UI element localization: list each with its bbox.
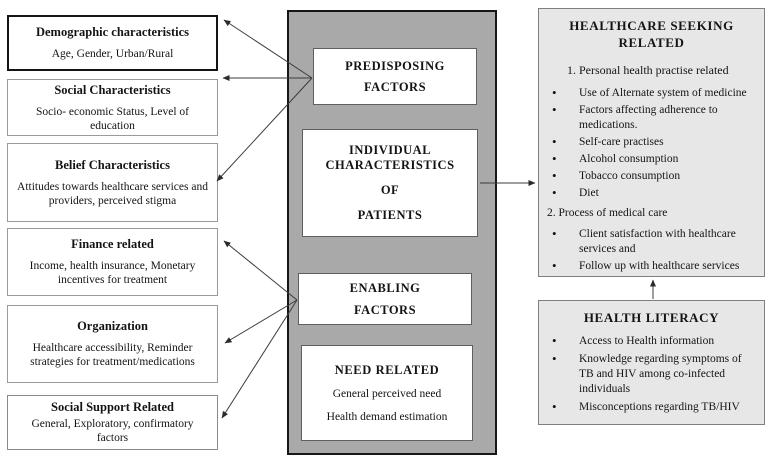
box-title-line: FACTORS: [353, 302, 417, 317]
box-title: Social Characteristics: [54, 82, 171, 97]
box-title-line: RELATED: [618, 35, 685, 50]
bullet-item: Follow up with healthcare services: [539, 258, 764, 274]
box-title: Organization: [77, 319, 148, 333]
box-title-line: PATIENTS: [357, 208, 423, 222]
box-title: HEALTHCARE SEEKING RELATED: [539, 17, 764, 51]
box-healthcare-seeking-related: HEALTHCARE SEEKING RELATED 1. Personal h…: [538, 8, 765, 277]
box-title: Finance related: [71, 237, 154, 251]
box-title-line: ENABLING: [349, 280, 421, 295]
box-body: Healthcare accessibility, Reminder strat…: [30, 342, 195, 368]
bullet-item: Self-care practises: [539, 134, 764, 150]
box-title-line: INDIVIDUAL: [348, 143, 432, 157]
bullet-list: Client satisfaction with healthcare serv…: [539, 226, 764, 274]
box-title-line: FACTORS: [363, 79, 427, 94]
central-panel: PREDISPOSING FACTORS INDIVIDUAL CHARACTE…: [287, 10, 497, 455]
box-title: Demographic characteristics: [35, 25, 190, 39]
box-individual-characteristics-of-patients: INDIVIDUAL CHARACTERISTICS OF PATIENTS: [302, 129, 478, 237]
bullet-item: Factors affecting adherence to medicatio…: [539, 102, 764, 133]
bullet-item: Misconceptions regarding TB/HIV: [539, 399, 764, 415]
box-title-line: PREDISPOSING: [345, 58, 445, 73]
box-demographic-characteristics: Demographic characteristics Age, Gender,…: [7, 15, 218, 71]
box-body: General, Exploratory, confirmatory facto…: [31, 418, 194, 444]
box-body: Health demand estimation: [326, 410, 448, 423]
box-body: Socio- economic Status, Level of educati…: [36, 105, 189, 132]
box-title: Social Support Related: [51, 400, 174, 414]
box-organization: Organization Healthcare accessibility, R…: [7, 305, 218, 383]
arrow-enabling-to-social-support: [221, 299, 298, 419]
bullet-item: Tobacco consumption: [539, 168, 764, 184]
box-title: HEALTH LITERACY: [583, 310, 720, 325]
box-body: Income, health insurance, Monetary incen…: [29, 260, 196, 286]
bullet-item: Diet: [539, 185, 764, 201]
box-body: Age, Gender, Urban/Rural: [51, 48, 174, 60]
box-predisposing-factors: PREDISPOSING FACTORS: [313, 48, 477, 105]
bullet-list: Access to Health information Knowledge r…: [539, 333, 764, 415]
box-title-line: HEALTHCARE SEEKING: [569, 18, 734, 33]
box-social-characteristics: Social Characteristics Socio- economic S…: [7, 79, 218, 136]
box-health-literacy: HEALTH LITERACY Access to Health informa…: [538, 300, 765, 425]
section-heading: 2. Process of medical care: [547, 207, 668, 219]
bullet-item: Access to Health information: [539, 333, 764, 349]
section-heading: 1. Personal health practise related: [567, 63, 729, 77]
box-body: General perceived need: [332, 387, 442, 400]
box-social-support-related: Social Support Related General, Explorat…: [7, 395, 218, 450]
box-title-line: CHARACTERISTICS: [325, 158, 455, 172]
box-title-line: OF: [380, 183, 400, 197]
bullet-item: Use of Alternate system of medicine: [539, 85, 764, 101]
box-finance-related: Finance related Income, health insurance…: [7, 228, 218, 296]
bullet-item: Client satisfaction with healthcare serv…: [539, 226, 764, 257]
bullet-list: Use of Alternate system of medicine Fact…: [539, 85, 764, 201]
box-need-related: NEED RELATED General perceived need Heal…: [301, 345, 473, 441]
box-belief-characteristics: Belief Characteristics Attitudes towards…: [7, 143, 218, 222]
bullet-item: Knowledge regarding symptoms of TB and H…: [539, 351, 764, 397]
box-title: NEED RELATED: [334, 362, 440, 377]
bullet-item: Alcohol consumption: [539, 151, 764, 167]
box-body: Attitudes towards healthcare services an…: [17, 180, 208, 207]
box-title: Belief Characteristics: [55, 157, 170, 172]
box-enabling-factors: ENABLING FACTORS: [298, 273, 472, 325]
